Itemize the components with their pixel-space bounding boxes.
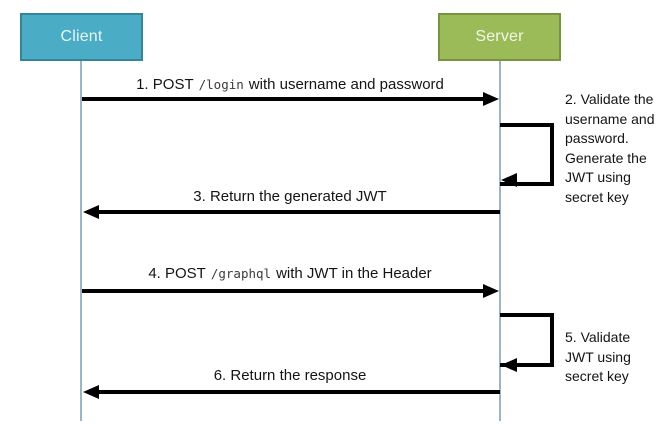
note-2-text: 2. Validate the username and password. G… <box>565 90 658 207</box>
note-5-line: JWT using <box>565 348 631 365</box>
message-4-suffix: with JWT in the Header <box>276 265 432 282</box>
client-lifeline <box>80 61 82 421</box>
arrowhead-right-icon <box>483 284 499 298</box>
server-lifeline <box>499 61 501 421</box>
note-5-line: 5. Validate <box>565 329 631 345</box>
arrowhead-right-icon <box>483 92 499 106</box>
message-1-label: 1. POST/login with username and password <box>83 76 497 93</box>
note-5-text: 5. Validate JWT using secret key <box>565 328 658 387</box>
actor-server-label: Server <box>475 28 524 45</box>
note-2-line: username and <box>565 110 655 127</box>
message-1-arrow-line <box>82 97 486 101</box>
actor-server-box: Server <box>438 13 561 61</box>
arrowhead-left-icon <box>501 173 517 187</box>
actor-client-box: Client <box>20 13 143 61</box>
note-2-line: 2. Validate the <box>565 91 654 107</box>
message-1-suffix: with username and password <box>248 76 444 93</box>
message-1-endpoint: /login <box>198 77 244 92</box>
arrowhead-left-icon <box>83 205 99 219</box>
message-4-prefix: 4. POST <box>148 265 206 282</box>
arrowhead-left-icon <box>501 358 517 372</box>
arrowhead-left-icon <box>83 385 99 399</box>
note-2-line: password. <box>565 130 629 146</box>
message-6-arrow-line <box>96 390 500 394</box>
note-2-line: JWT using <box>565 169 631 185</box>
message-6-label: 6. Return the response <box>213 367 367 384</box>
message-3-label: 3. Return the generated JWT <box>193 188 387 205</box>
message-3-arrow-line <box>96 210 500 214</box>
actor-client-label: Client <box>60 28 103 45</box>
message-4-label: 4. POST/graphql with JWT in the Header <box>83 265 497 282</box>
note-2-line: Generate the <box>565 149 647 166</box>
message-4-endpoint: /graphql <box>210 266 272 281</box>
self-call-2-loop <box>500 123 554 186</box>
message-1-prefix: 1. POST <box>136 76 194 93</box>
message-4-arrow-line <box>82 289 486 293</box>
self-call-5-loop <box>500 313 554 367</box>
note-5-line: secret key <box>565 368 629 384</box>
note-2-line: secret key <box>565 188 629 205</box>
